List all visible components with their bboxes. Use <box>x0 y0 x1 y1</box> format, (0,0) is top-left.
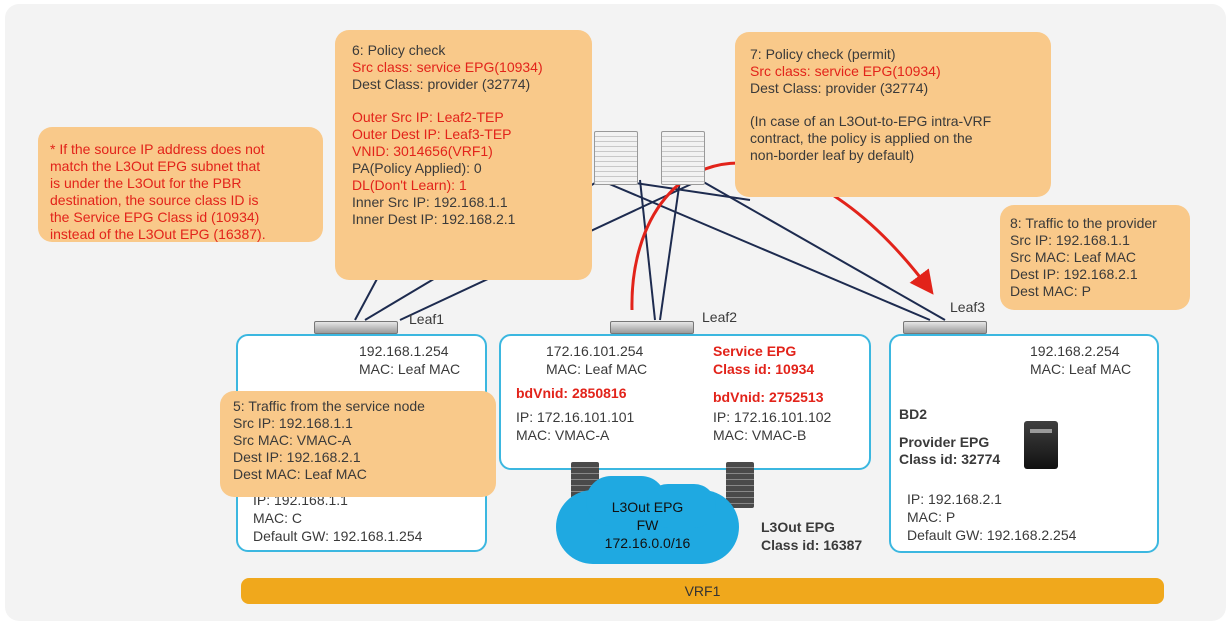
step7-note: contract, the policy is applied on the <box>750 130 973 146</box>
l3out-cloud: L3Out EPG FW 172.16.0.0/16 <box>556 476 739 564</box>
spine-switch-icon <box>661 131 705 185</box>
step6-outer-dest: Outer Dest IP: Leaf3-TEP <box>352 126 512 142</box>
vrf-label: VRF1 <box>684 583 721 599</box>
cloud-line-1: L3Out EPG <box>611 499 684 515</box>
note-line: destination, the source class ID is <box>50 192 259 208</box>
step6-inner-src: Inner Src IP: 192.168.1.1 <box>352 194 508 210</box>
step8-src-mac: Src MAC: Leaf MAC <box>1010 249 1137 265</box>
leaf2-right-bdvnid: bdVnid: 2752513 <box>713 389 824 405</box>
step5-title: 5: Traffic from the service node <box>233 398 425 414</box>
bd2-label: BD2 <box>899 406 928 422</box>
step7-title: 7: Policy check (permit) <box>750 46 896 62</box>
callout-step8: 8: Traffic to the provider Src IP: 192.1… <box>1000 205 1190 310</box>
l3out-epg-label: L3Out EPG <box>761 519 835 535</box>
step8-dest-ip: Dest IP: 192.168.2.1 <box>1010 266 1138 282</box>
note-line: the Service EPG Class id (10934) <box>50 209 260 225</box>
step6-dest-class: Dest Class: provider (32774) <box>352 76 531 92</box>
step8-src-ip: Src IP: 192.168.1.1 <box>1010 232 1130 248</box>
step6-vnid: VNID: 3014656(VRF1) <box>352 143 493 159</box>
leaf1-switch-icon <box>314 321 398 334</box>
spine-switch-icon <box>594 131 638 185</box>
note-line: instead of the L3Out EPG (16387). <box>50 226 266 242</box>
cloud-line-2: FW <box>636 517 659 533</box>
leaf2-left-ip2: IP: 172.16.101.101 <box>516 409 635 425</box>
step8-title: 8: Traffic to the provider <box>1010 215 1157 231</box>
provider-epg-class: Class id: 32774 <box>899 451 1001 467</box>
vrf-bar: VRF1 <box>241 578 1164 604</box>
step7-note: non-border leaf by default) <box>750 147 915 163</box>
firewall-icon <box>726 462 754 508</box>
callout-step5: 5: Traffic from the service node Src IP:… <box>220 391 496 497</box>
step5-src-mac: Src MAC: VMAC-A <box>233 432 352 448</box>
callout-step6: 6: Policy check Src class: service EPG(1… <box>335 30 592 280</box>
leaf2-right-mac: MAC: VMAC-B <box>713 427 807 443</box>
step5-src-ip: Src IP: 192.168.1.1 <box>233 415 353 431</box>
host3-mac: MAC: P <box>907 509 956 525</box>
server-icon <box>1024 421 1058 469</box>
l3out-epg-class: Class id: 16387 <box>761 537 863 553</box>
leaf1-label: Leaf1 <box>409 311 445 327</box>
host3-ip: IP: 192.168.2.1 <box>907 491 1002 507</box>
step6-title: 6: Policy check <box>352 42 446 58</box>
callout-note: * If the source IP address does not matc… <box>38 127 323 242</box>
leaf2-left-mac2: MAC: VMAC-A <box>516 427 610 443</box>
leaf3-label: Leaf3 <box>950 299 986 315</box>
step7-note: (In case of an L3Out-to-EPG intra-VRF <box>750 113 992 129</box>
leaf2-right-ip: IP: 172.16.101.102 <box>713 409 832 425</box>
leaf3-mac: MAC: Leaf MAC <box>1030 361 1132 377</box>
leaf3-switch-icon <box>903 321 987 334</box>
step7-src-class: Src class: service EPG(10934) <box>750 63 941 79</box>
leaf2-switch-icon <box>610 321 694 334</box>
step5-dest-mac: Dest MAC: Leaf MAC <box>233 466 367 482</box>
leaf3-ip: 192.168.2.254 <box>1030 343 1120 359</box>
note-line: match the L3Out EPG subnet that <box>50 158 261 174</box>
leaf2-left-bdvnid: bdVnid: 2850816 <box>516 385 627 401</box>
service-epg-label: Service EPG <box>713 343 797 359</box>
callout-step7: 7: Policy check (permit) Src class: serv… <box>735 32 1051 197</box>
step7-dest-class: Dest Class: provider (32774) <box>750 80 929 96</box>
step6-pa: PA(Policy Applied): 0 <box>352 160 482 176</box>
step5-dest-ip: Dest IP: 192.168.2.1 <box>233 449 361 465</box>
leaf2-left-ip: 172.16.101.254 <box>546 343 644 359</box>
note-line: is under the L3Out for the PBR <box>50 175 242 191</box>
host1-mac: MAC: C <box>253 510 302 526</box>
host3-gw: Default GW: 192.168.2.254 <box>907 527 1077 543</box>
host1-gw: Default GW: 192.168.1.254 <box>253 528 423 544</box>
leaf2-left-mac: MAC: Leaf MAC <box>546 361 648 377</box>
service-epg-class: Class id: 10934 <box>713 361 815 377</box>
step6-src-class: Src class: service EPG(10934) <box>352 59 543 75</box>
step6-dl: DL(Don't Learn): 1 <box>352 177 467 193</box>
leaf1-mac: MAC: Leaf MAC <box>359 361 461 377</box>
leaf2-box <box>499 334 871 470</box>
provider-epg-label: Provider EPG <box>899 434 990 450</box>
step6-outer-src: Outer Src IP: Leaf2-TEP <box>352 109 504 125</box>
leaf1-ip: 192.168.1.254 <box>359 343 449 359</box>
leaf2-label: Leaf2 <box>702 309 738 325</box>
step6-inner-dest: Inner Dest IP: 192.168.2.1 <box>352 211 516 227</box>
step8-dest-mac: Dest MAC: P <box>1010 283 1091 299</box>
cloud-line-3: 172.16.0.0/16 <box>604 535 691 551</box>
note-line: * If the source IP address does not <box>50 141 265 157</box>
